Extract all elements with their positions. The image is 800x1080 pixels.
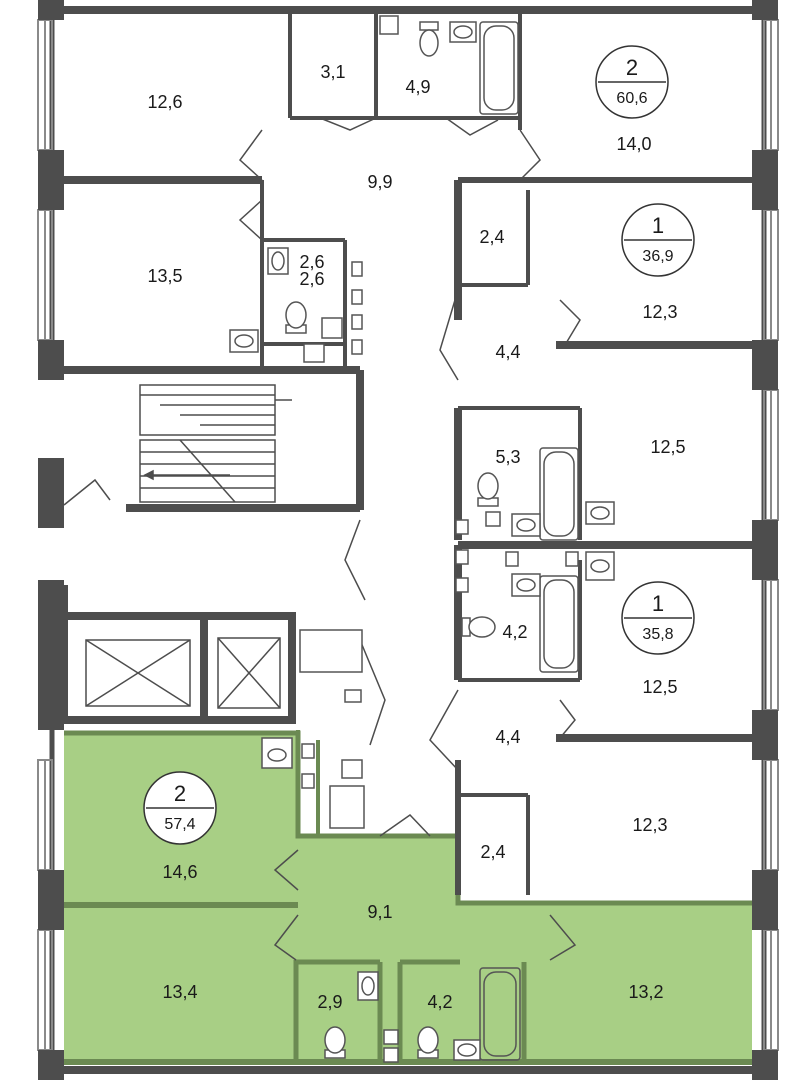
apartment-badge-3[interactable]: 1 35,8 (621, 581, 695, 655)
room-area: 2,9 (317, 992, 342, 1012)
room-area: 12,3 (642, 302, 677, 322)
room-area: 12,6 (147, 92, 182, 112)
elevator-shaft-icon (85, 637, 281, 709)
room-area: 2,6 (299, 269, 324, 289)
apartment-area: 36,9 (642, 248, 673, 265)
room-area: 5,3 (495, 447, 520, 467)
room-area: 12,3 (632, 815, 667, 835)
room-area: 13,2 (628, 982, 663, 1002)
room-labels: 12,6 3,1 4,9 14,0 9,9 13,5 2,6 2,6 2,4 1… (147, 62, 685, 1012)
apartment-rooms: 1 (652, 591, 664, 616)
apartment-badge-4[interactable]: 2 57,4 (143, 771, 217, 845)
room-area: 4,4 (495, 342, 520, 362)
door-swings (63, 117, 581, 961)
room-area: 2,6 (299, 252, 324, 272)
toilet-icon (285, 21, 499, 1059)
room-area: 2,4 (480, 842, 505, 862)
highlighted-apartment[interactable] (64, 730, 752, 1065)
room-area: 12,5 (650, 437, 685, 457)
staircase-icon (139, 384, 292, 503)
apartment-rooms: 2 (626, 55, 638, 80)
room-area: 12,5 (642, 677, 677, 697)
highlighted-apartment-outline (64, 730, 752, 906)
apartment-area: 35,8 (642, 626, 673, 643)
bathtub-icon (479, 21, 579, 1061)
interior-walls (60, 14, 752, 895)
highlighted-apartment-fill (64, 733, 752, 1062)
room-area: 4,2 (427, 992, 452, 1012)
apartment-badge-1[interactable]: 2 60,6 (595, 45, 669, 119)
room-area: 4,2 (502, 622, 527, 642)
room-area: 9,1 (367, 902, 392, 922)
room-area: 14,6 (162, 862, 197, 882)
apartment-rooms: 2 (174, 781, 186, 806)
room-area: 13,5 (147, 266, 182, 286)
apartment-area: 60,6 (616, 90, 647, 107)
facade-piers (38, 0, 778, 1080)
room-area: 2,4 (479, 227, 504, 247)
room-area: 9,9 (367, 172, 392, 192)
apartment-rooms: 1 (652, 213, 664, 238)
sink-icon (229, 21, 615, 1061)
apartment-area: 57,4 (164, 816, 195, 833)
apartment-badge-2[interactable]: 1 36,9 (621, 203, 695, 277)
room-area: 14,0 (616, 134, 651, 154)
utility-boxes (299, 15, 579, 1063)
room-area: 13,4 (162, 982, 197, 1002)
room-area: 3,1 (320, 62, 345, 82)
room-area: 4,9 (405, 77, 430, 97)
room-area: 4,4 (495, 727, 520, 747)
